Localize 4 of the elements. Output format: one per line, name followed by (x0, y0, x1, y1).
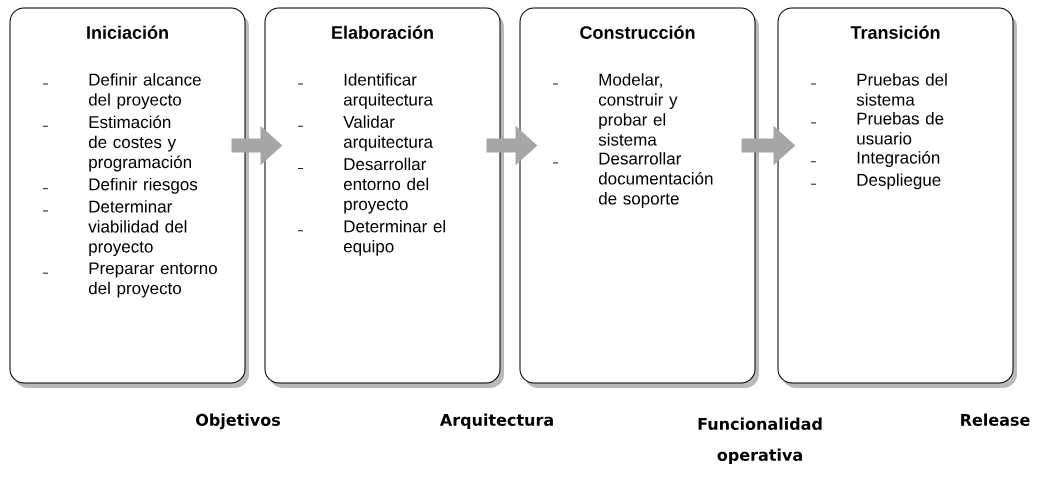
phase-outcome: Arquitectura (439, 413, 553, 429)
phase-outcome: Release (961, 413, 1030, 426)
phase-outcome: Funcionalidad operativa (698, 417, 822, 464)
phase-outcome: Objetivos (196, 413, 280, 430)
